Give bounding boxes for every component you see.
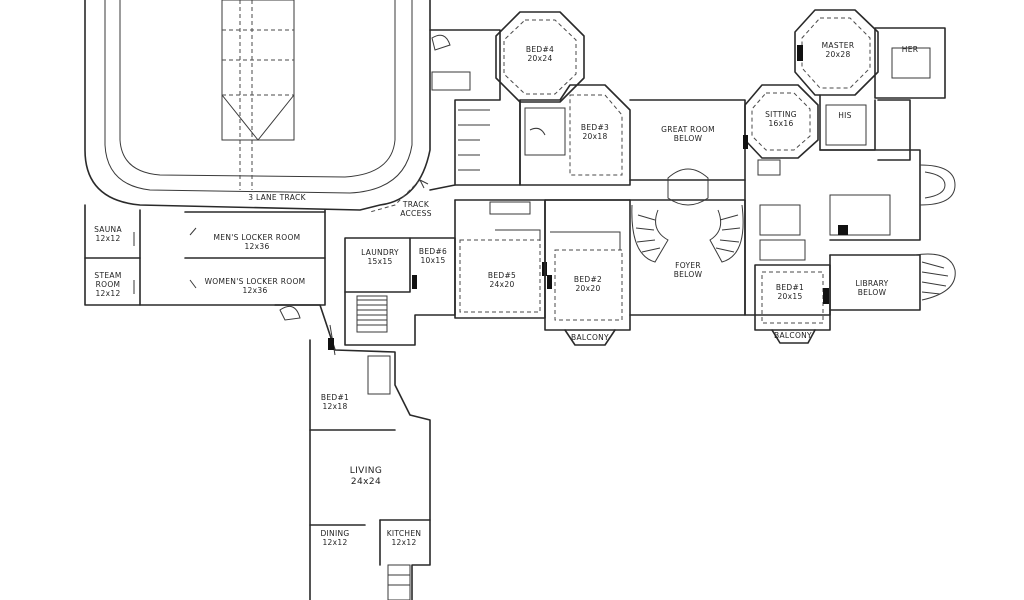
label-line: 20x24 [527, 54, 552, 63]
label-line: 20x28 [825, 50, 850, 59]
label-line: 12x36 [242, 286, 267, 295]
label-line: 16x16 [768, 119, 793, 128]
bedroom-4 [495, 11, 585, 103]
foyer [629, 168, 746, 316]
label-line: TRACK [402, 200, 430, 209]
bedroom-2 [544, 199, 631, 346]
label-line: LIBRARY [856, 279, 889, 288]
label-line: BED#5 [488, 271, 516, 280]
label-line: 12x12 [322, 538, 347, 547]
label-balcony-bed2: BALCONY [571, 333, 609, 342]
label-track: 3 LANE TRACK [248, 193, 306, 202]
running-track [84, 0, 431, 213]
label-line: 20x20 [575, 284, 600, 293]
label-line: GREAT ROOM [661, 125, 715, 134]
spa-wing [84, 204, 326, 306]
label-line: 12x36 [244, 242, 269, 251]
label-line: HIS [838, 111, 852, 120]
label-line: 20x15 [777, 292, 802, 301]
label-line: MEN'S LOCKER ROOM [214, 233, 301, 242]
bedroom-1-upper [754, 264, 831, 344]
label-line: DINING [320, 529, 349, 538]
label-line: KITCHEN [387, 529, 422, 538]
label-line: 12x12 [391, 538, 416, 547]
label-line: 12x18 [322, 402, 347, 411]
label-line: BALCONY [774, 331, 812, 340]
label-line: BED#1 [321, 393, 349, 402]
label-line: 10x15 [420, 256, 445, 265]
label-line: ROOM [96, 280, 121, 289]
label-her: HER [902, 45, 919, 54]
guest-apartment [274, 304, 431, 600]
master-suite [794, 9, 946, 161]
label-line: BELOW [674, 134, 703, 143]
label-line: BELOW [858, 288, 887, 297]
label-line: STEAM [94, 271, 121, 280]
label-line: BED#2 [574, 275, 602, 284]
label-line: BED#6 [419, 247, 447, 256]
bedroom-5 [454, 199, 547, 319]
label-line: LIVING [350, 466, 383, 476]
label-line: 24x24 [351, 477, 381, 487]
label-line: MASTER [822, 41, 855, 50]
label-line: 24x20 [489, 280, 514, 289]
label-line: FOYER [675, 261, 701, 270]
label-line: SITTING [765, 110, 797, 119]
label-line: HER [902, 45, 919, 54]
label-line: WOMEN'S LOCKER ROOM [205, 277, 306, 286]
label-line: 12x12 [95, 289, 120, 298]
label-line: BED#4 [526, 45, 554, 54]
label-line: BALCONY [571, 333, 609, 342]
label-line: SAUNA [94, 225, 122, 234]
label-line: 12x12 [95, 234, 120, 243]
label-line: BED#1 [776, 283, 804, 292]
sitting-room [743, 84, 819, 176]
label-line: 3 LANE TRACK [248, 193, 306, 202]
label-line: LAUNDRY [361, 248, 399, 257]
label-line: 15x15 [367, 257, 392, 266]
label-his: HIS [838, 111, 852, 120]
bedroom-3 [519, 84, 631, 186]
label-line: BED#3 [581, 123, 609, 132]
library [829, 253, 956, 311]
label-line: BELOW [674, 270, 703, 279]
label-line: 20x18 [582, 132, 607, 141]
label-balcony-bed1: BALCONY [774, 331, 812, 340]
label-line: ACCESS [400, 209, 432, 218]
